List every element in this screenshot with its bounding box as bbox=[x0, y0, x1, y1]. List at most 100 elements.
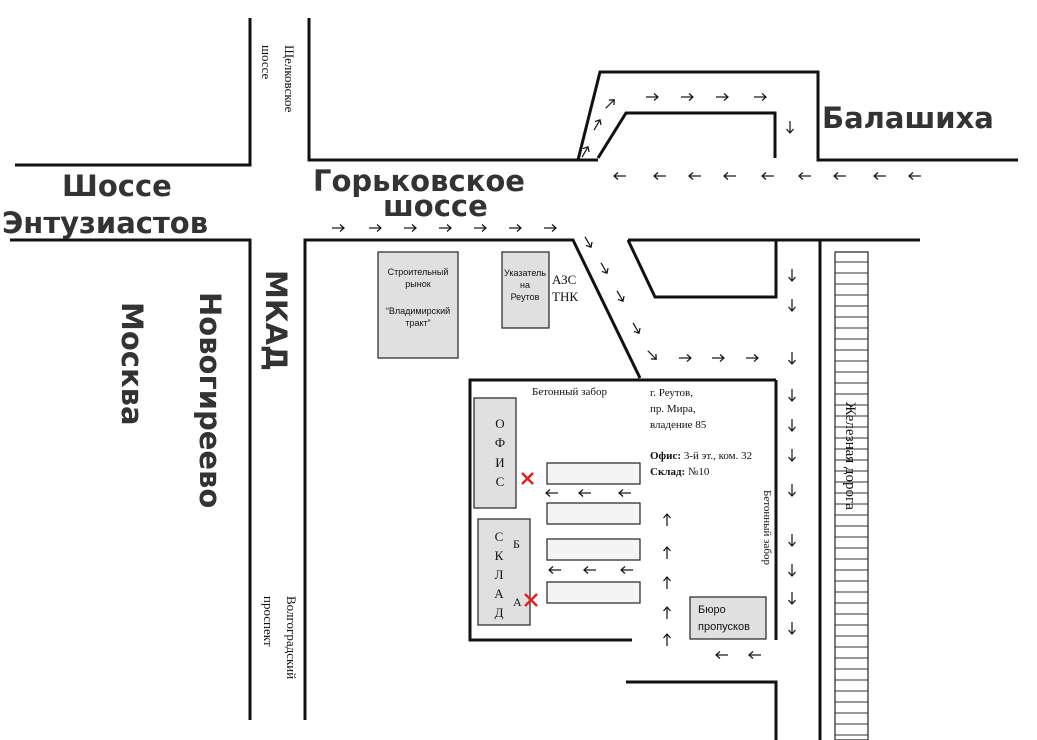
address-line-1: г. Реутов, bbox=[650, 387, 693, 399]
parking-bar bbox=[546, 502, 641, 525]
direction-arrow-icon bbox=[873, 172, 886, 180]
office-value: 3-й эт., ком. 32 bbox=[681, 450, 752, 462]
direction-arrow-icon bbox=[788, 484, 796, 497]
entrance-office-cross-icon bbox=[521, 472, 534, 485]
building-office bbox=[473, 397, 517, 509]
parking-bar bbox=[546, 581, 641, 604]
office-letter-1: О bbox=[495, 416, 504, 431]
direction-arrow-icon bbox=[593, 119, 602, 131]
direction-arrow-icon bbox=[653, 172, 666, 180]
direction-arrow-icon bbox=[632, 322, 641, 334]
direction-arrow-icon bbox=[404, 224, 417, 232]
direction-arrow-icon bbox=[663, 546, 671, 559]
direction-arrow-icon bbox=[647, 350, 657, 360]
address-line-2: пр. Мира, bbox=[650, 403, 696, 415]
direction-arrow-icon bbox=[833, 172, 846, 180]
label-shosse-entuziastov-2: Энтузиастов bbox=[2, 206, 208, 240]
direction-arrow-icon bbox=[600, 262, 609, 274]
route-arrows bbox=[332, 93, 921, 659]
direction-arrow-icon bbox=[663, 633, 671, 646]
direction-arrow-icon bbox=[788, 564, 796, 577]
address-office: Офис: 3-й эт., ком. 32 bbox=[650, 450, 752, 462]
sign-line-3: Реутов bbox=[511, 292, 540, 302]
direction-arrow-icon bbox=[716, 93, 729, 101]
road-loop-outer bbox=[576, 70, 1018, 162]
direction-arrow-icon bbox=[788, 419, 796, 432]
label-tnk: ТНК bbox=[552, 289, 578, 304]
road-lines bbox=[10, 18, 1018, 740]
label-moskva: Москва bbox=[115, 302, 149, 426]
label-volgogradsky-1: Волгоградский bbox=[284, 596, 299, 679]
road-shchelkovskoe-right bbox=[307, 18, 598, 162]
warehouse-letter-2: К bbox=[495, 548, 504, 563]
direction-arrow-icon bbox=[663, 576, 671, 589]
direction-arrow-icon bbox=[788, 352, 796, 365]
gate-b: Б bbox=[513, 537, 520, 551]
building-pass-bureau bbox=[689, 596, 767, 640]
parking-bars bbox=[546, 462, 641, 604]
building-market bbox=[377, 251, 459, 359]
label-novogireevo: Новогиреево bbox=[193, 292, 227, 508]
market-line-2: рынок bbox=[405, 279, 430, 289]
direction-arrow-icon bbox=[474, 224, 487, 232]
direction-arrow-icon bbox=[754, 93, 767, 101]
label-shosse-entuziastov-1: Шоссе bbox=[62, 169, 172, 203]
label-gorkovskoe-2: шоссе bbox=[383, 189, 488, 223]
label-gorkovskoe-1: Горьковское bbox=[313, 164, 525, 198]
railway-ties bbox=[835, 261, 868, 736]
direction-arrow-icon bbox=[788, 269, 796, 282]
direction-arrow-icon bbox=[788, 622, 796, 635]
direction-arrow-icon bbox=[548, 566, 561, 574]
label-fence-top: Бетонный забор bbox=[532, 386, 607, 398]
warehouse-letter-3: Л bbox=[495, 567, 504, 582]
direction-arrow-icon bbox=[544, 224, 557, 232]
direction-arrow-icon bbox=[613, 172, 626, 180]
office-letter-2: Ф bbox=[495, 435, 505, 450]
direction-arrow-icon bbox=[663, 513, 671, 526]
direction-arrow-icon bbox=[746, 354, 759, 362]
compound-fence bbox=[468, 378, 776, 642]
direction-arrow-icon bbox=[545, 489, 558, 497]
parking-bar bbox=[546, 462, 641, 485]
label-railway: Железная дорога bbox=[842, 402, 858, 510]
parking-bar bbox=[546, 538, 641, 561]
direction-arrow-icon bbox=[584, 236, 593, 248]
road-mkad-left bbox=[10, 238, 252, 720]
sign-line-1: Указатель bbox=[504, 268, 546, 278]
direction-arrow-icon bbox=[332, 224, 345, 232]
direction-arrow-icon bbox=[509, 224, 522, 232]
warehouse-value: №10 bbox=[685, 466, 710, 478]
direction-arrow-icon bbox=[798, 172, 811, 180]
office-label: Офис: bbox=[650, 450, 681, 462]
address-warehouse: Склад: №10 bbox=[650, 466, 710, 478]
entrance-warehouse-cross-icon bbox=[524, 593, 538, 607]
market-line-1: Строительный bbox=[388, 267, 449, 277]
label-mkad: МКАД bbox=[259, 270, 293, 371]
direction-arrow-icon bbox=[723, 172, 736, 180]
direction-arrow-icon bbox=[679, 354, 692, 362]
direction-arrow-icon bbox=[605, 99, 615, 109]
direction-arrow-icon bbox=[748, 651, 761, 659]
road-right-block bbox=[626, 239, 778, 299]
pass-bureau-line-1: Бюро bbox=[698, 604, 726, 616]
label-volgogradsky-2: проспект bbox=[261, 596, 276, 647]
railway-track bbox=[834, 251, 869, 740]
building-warehouse bbox=[477, 518, 531, 626]
direction-arrow-icon bbox=[688, 172, 701, 180]
direction-arrow-icon bbox=[578, 489, 591, 497]
sign-reutov bbox=[501, 251, 550, 329]
direction-arrow-icon bbox=[761, 172, 774, 180]
direction-arrow-icon bbox=[712, 354, 725, 362]
direction-arrow-icon bbox=[581, 146, 590, 158]
direction-arrow-icon bbox=[646, 93, 659, 101]
office-letter-3: И bbox=[495, 455, 504, 470]
road-mkad-right bbox=[303, 238, 642, 720]
direction-arrow-icon bbox=[681, 93, 694, 101]
label-fence-right: Бетонный забор bbox=[761, 490, 773, 565]
direction-arrow-icon bbox=[620, 566, 633, 574]
direction-arrow-icon bbox=[908, 172, 921, 180]
direction-arrow-icon bbox=[618, 489, 631, 497]
road-loop-inner bbox=[596, 111, 777, 159]
market-line-3: “Владимирский bbox=[386, 306, 450, 316]
gate-a: А bbox=[513, 595, 522, 609]
